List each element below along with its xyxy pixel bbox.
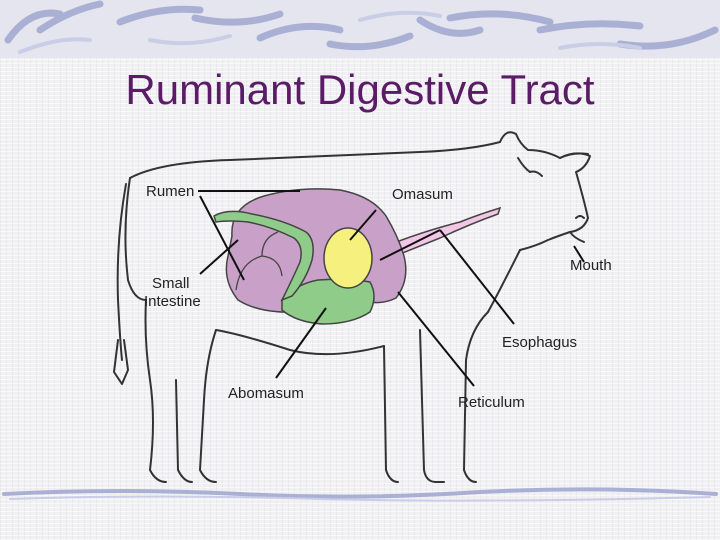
omasum-shape	[323, 227, 373, 289]
leader-lines	[198, 190, 585, 387]
cow-outline	[113, 131, 591, 483]
label-reticulum: Reticulum	[458, 394, 525, 411]
small-intestine-shape	[213, 210, 314, 302]
abomasum-shape	[281, 278, 375, 325]
slide-title: Ruminant Digestive Tract	[125, 66, 595, 113]
label-abomasum: Abomasum	[228, 385, 304, 402]
label-rumen: Rumen	[146, 183, 194, 200]
label-esophagus: Esophagus	[502, 334, 577, 351]
label-mouth: Mouth	[570, 257, 612, 274]
label-small-intestine-line1: Small	[152, 275, 190, 292]
label-small-intestine-line2: Intestine	[144, 293, 201, 310]
decorative-top-border	[0, 0, 720, 58]
rumen-fold-line	[261, 231, 279, 257]
label-omasum: Omasum	[392, 186, 453, 203]
decorative-bottom-border	[2, 487, 718, 502]
esophagus-shape	[375, 206, 502, 263]
